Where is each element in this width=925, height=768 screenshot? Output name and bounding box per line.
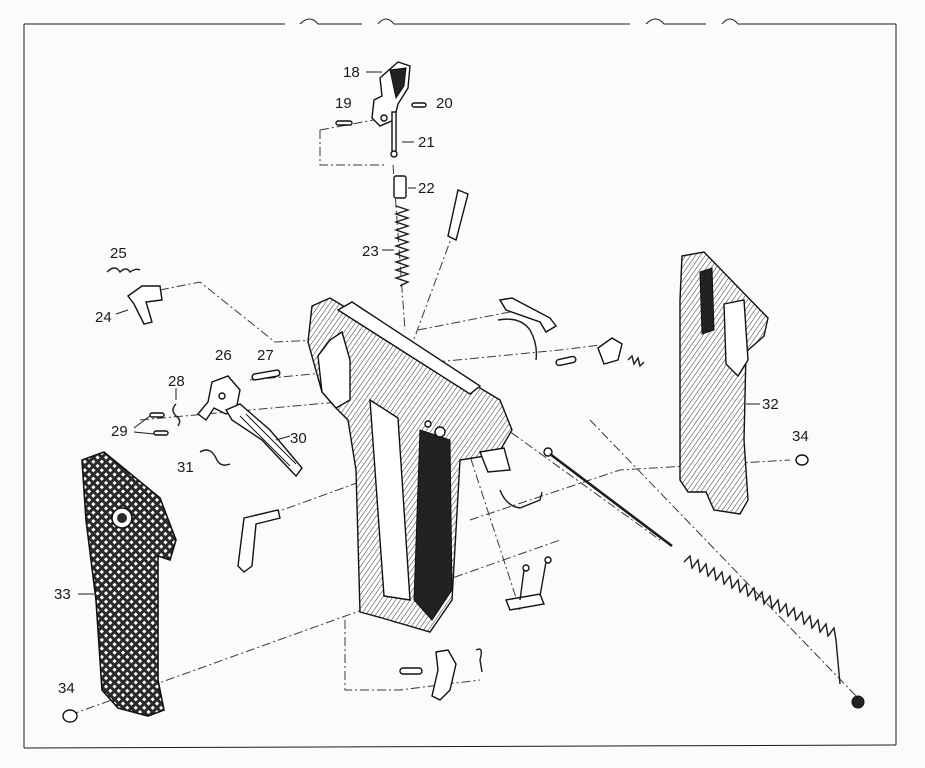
pin-29a xyxy=(149,412,165,418)
leader-lines xyxy=(78,71,760,595)
pins-lower xyxy=(505,593,545,611)
label-18: 18 xyxy=(343,64,360,81)
pin-upper xyxy=(447,189,469,242)
part-labels: 18 19 20 21 22 23 24 25 26 27 28 29 30 3… xyxy=(54,64,809,697)
grip-screw-34-right xyxy=(795,454,809,466)
hammer-assembly xyxy=(335,61,427,287)
label-30: 30 xyxy=(290,430,307,447)
label-19: 19 xyxy=(335,95,352,112)
catch-24 xyxy=(127,285,163,325)
safety-part xyxy=(597,337,623,365)
spring-upper-right xyxy=(497,318,538,361)
pin-29b xyxy=(153,430,169,436)
clip-spring xyxy=(499,489,543,509)
label-25: 25 xyxy=(110,245,127,262)
right-grip-panel-32 xyxy=(679,251,769,515)
page-frame xyxy=(23,18,897,749)
spring-25 xyxy=(106,267,141,274)
label-22: 22 xyxy=(418,180,435,197)
label-23: 23 xyxy=(362,243,379,260)
spring-lower xyxy=(475,648,483,673)
label-28: 28 xyxy=(168,373,185,390)
label-33: 33 xyxy=(54,586,71,603)
spring-safety xyxy=(627,354,645,368)
label-29: 29 xyxy=(111,423,128,440)
label-31: 31 xyxy=(177,459,194,476)
label-24: 24 xyxy=(95,309,112,326)
left-grip-panel-33 xyxy=(81,451,177,717)
recoil-rod xyxy=(543,447,865,709)
pin-27 xyxy=(251,369,281,381)
label-21: 21 xyxy=(418,134,435,151)
label-27: 27 xyxy=(257,347,274,364)
grip-screw-34-left xyxy=(62,709,78,723)
spring-28 xyxy=(172,403,181,427)
spring-31 xyxy=(199,449,231,466)
label-32: 32 xyxy=(762,396,779,413)
lever-lower xyxy=(431,649,457,701)
lever-upper-right xyxy=(498,297,558,333)
pin-lower xyxy=(399,667,423,675)
label-34-right: 34 xyxy=(792,428,809,445)
lever-left xyxy=(237,509,281,573)
label-20: 20 xyxy=(436,95,453,112)
pin-right xyxy=(555,355,577,367)
label-34-left: 34 xyxy=(58,680,75,697)
label-26: 26 xyxy=(215,347,232,364)
pistol-frame xyxy=(307,297,513,633)
